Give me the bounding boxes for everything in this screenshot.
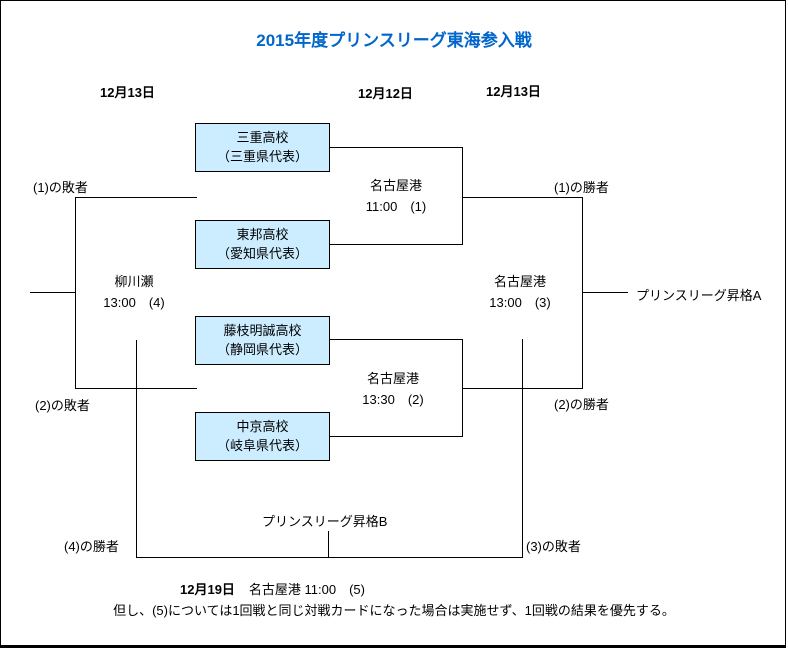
match5-details: 名古屋港 11:00 (5) xyxy=(248,582,365,597)
label-promotion-a: プリンスリーグ昇格A xyxy=(636,288,762,303)
label-loser-of-1: (1)の敗者 xyxy=(33,180,88,195)
label-winner-of-1: (1)の勝者 xyxy=(554,180,609,195)
match3-venue: 名古屋港 xyxy=(493,274,546,289)
match4-time: 13:00 (4) xyxy=(103,295,165,311)
match3-label: 名古屋港 13:00 (3) xyxy=(460,271,580,314)
team-name: 三重高校 xyxy=(236,129,289,145)
match1-venue: 名古屋港 xyxy=(369,178,422,193)
match1-team2-connector xyxy=(330,244,462,245)
match4-venue: 柳川瀬 xyxy=(114,274,154,289)
match4-team1-connector xyxy=(75,197,197,198)
footnote: 但し、(5)については1回戦と同じ対戦カードになった場合は実施せず、1回戦の結果… xyxy=(113,603,675,618)
label-winner-of-2: (2)の勝者 xyxy=(554,397,609,412)
match1-team1-connector xyxy=(330,147,462,148)
team-box-toho: 東邦高校 （愛知県代表） xyxy=(195,220,330,269)
label-promotion-b: プリンスリーグ昇格B xyxy=(262,514,388,529)
match3-vertical xyxy=(582,197,583,389)
match4-to-match5-drop xyxy=(136,340,137,557)
match2-time: 13:30 (2) xyxy=(362,392,424,408)
match3-time: 13:00 (3) xyxy=(489,295,551,311)
match5-info: 12月19日名古屋港 11:00 (5) xyxy=(180,579,365,598)
team-name: 藤枝明誠高校 xyxy=(223,322,302,338)
match4-winner-line xyxy=(30,292,75,293)
date-header-center: 12月12日 xyxy=(358,86,413,101)
page-title: 2015年度プリンスリーグ東海参入戦 xyxy=(256,31,532,50)
date-header-left: 12月13日 xyxy=(100,85,155,100)
team-prefecture: （三重県代表） xyxy=(216,148,308,164)
label-loser-of-2: (2)の敗者 xyxy=(35,398,90,413)
team-prefecture: （愛知県代表） xyxy=(216,245,308,261)
match5-horizontal xyxy=(136,557,523,558)
match5-date: 12月19日 xyxy=(180,582,235,597)
match1-vertical xyxy=(462,147,463,245)
team-prefecture: （岐阜県代表） xyxy=(216,437,308,453)
label-winner-of-4: (4)の勝者 xyxy=(64,539,119,554)
team-box-fujieda-meisei: 藤枝明誠高校 （静岡県代表） xyxy=(195,316,330,365)
match4-vertical xyxy=(75,197,76,389)
match3-winner-line xyxy=(582,292,628,293)
match1-label: 名古屋港 11:00 (1) xyxy=(336,175,456,218)
team-prefecture: （静岡県代表） xyxy=(216,341,308,357)
match2-venue: 名古屋港 xyxy=(366,371,419,386)
date-header-right: 12月13日 xyxy=(486,84,541,99)
match4-label: 柳川瀬 13:00 (4) xyxy=(74,271,194,314)
team-box-mie: 三重高校 （三重県代表） xyxy=(195,123,330,172)
match5-center-tick xyxy=(328,531,329,557)
match2-team1-connector xyxy=(329,339,462,340)
match3-to-match5-drop xyxy=(522,339,523,557)
match2-team2-connector xyxy=(329,436,462,437)
match2-label: 名古屋港 13:30 (2) xyxy=(333,368,453,411)
match1-time: 11:00 (1) xyxy=(365,199,427,215)
team-name: 中京高校 xyxy=(236,418,289,434)
team-name: 東邦高校 xyxy=(236,226,289,242)
team-box-chukyo: 中京高校 （岐阜県代表） xyxy=(195,412,330,461)
label-loser-of-3: (3)の敗者 xyxy=(526,539,581,554)
match1-winner-line xyxy=(462,197,582,198)
